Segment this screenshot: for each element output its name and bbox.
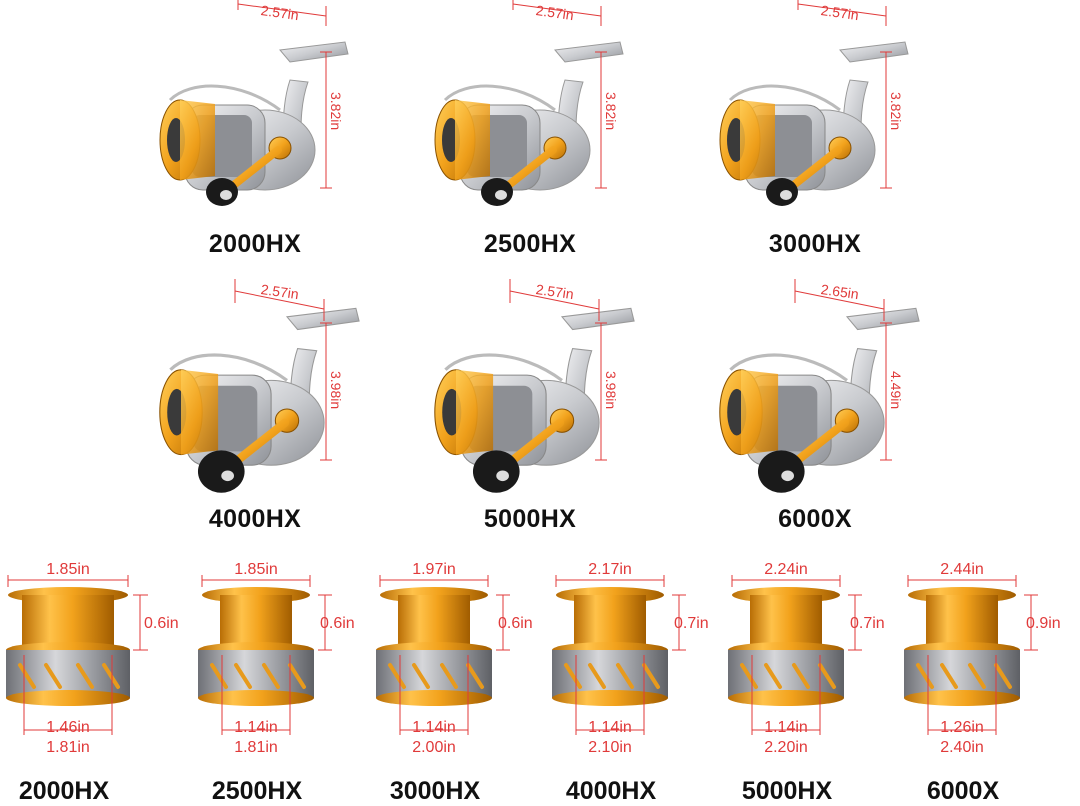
spool-top-diameter-label: 2.17in	[588, 561, 632, 578]
reel-model-label: 4000HX	[208, 505, 302, 533]
spool-depth-label: 0.7in	[850, 615, 885, 632]
spool-inner-diameter-label: 1.14in	[588, 719, 632, 736]
spool-depth-label: 0.9in	[1026, 615, 1061, 632]
spool-top-diameter-label: 1.85in	[234, 561, 278, 578]
spool-bottom-diameter-label: 1.81in	[234, 739, 278, 756]
reel-model-label: 2500HX	[483, 230, 577, 258]
spool-bottom-diameter-label: 2.00in	[412, 739, 456, 756]
spool-model-label: 2000HX	[18, 777, 110, 805]
reel-model-label: 6000X	[778, 505, 852, 533]
spool-top-diameter-label: 2.44in	[940, 561, 984, 578]
spool-3000hx: 1.97in 0.6in 1.14in 2.00in 3000HX	[356, 555, 534, 805]
reel-height-label: 3.98in	[603, 371, 619, 410]
spool-depth-label: 0.7in	[674, 615, 709, 632]
reel-model-label: 2000HX	[208, 230, 302, 258]
spool-model-label: 4000HX	[565, 777, 657, 805]
spool-inner-diameter-label: 1.46in	[46, 719, 90, 736]
reel-model-label: 3000HX	[768, 230, 862, 258]
reel-model-label: 5000HX	[483, 505, 577, 533]
spool-bottom-diameter-label: 2.10in	[588, 739, 632, 756]
reel-illustration	[719, 279, 920, 493]
spool-model-label: 2500HX	[211, 777, 303, 805]
spool-illustration	[728, 575, 862, 735]
spool-bottom-diameter-label: 1.81in	[46, 739, 90, 756]
spool-illustration	[904, 575, 1038, 735]
spool-illustration	[376, 575, 510, 735]
spool-bottom-diameter-label: 2.20in	[764, 739, 808, 756]
reel-illustration	[159, 279, 360, 493]
reel-height-label: 3.98in	[328, 371, 344, 410]
reel-height-label: 3.82in	[328, 92, 344, 131]
spool-inner-diameter-label: 1.14in	[412, 719, 456, 736]
reel-illustration	[159, 0, 349, 206]
spool-model-label: 5000HX	[741, 777, 833, 805]
reel-illustration	[434, 0, 624, 206]
spool-model-label: 3000HX	[389, 777, 481, 805]
spool-6000x: 2.44in 0.9in 1.26in 2.40in 6000X	[884, 555, 1062, 805]
spool-2500hx: 1.85in 0.6in 1.14in 1.81in 2500HX	[178, 555, 356, 805]
spool-5000hx: 2.24in 0.7in 1.14in 2.20in 5000HX	[708, 555, 886, 805]
spool-illustration	[6, 575, 148, 735]
spool-illustration	[552, 575, 686, 735]
spool-4000hx: 2.17in 0.7in 1.14in 2.10in 4000HX	[532, 555, 710, 805]
spool-top-diameter-label: 1.85in	[46, 561, 90, 578]
spool-2000hx: 1.85in 0.6in 1.46in 1.81in 2000HX	[0, 555, 179, 805]
reel-illustration	[434, 279, 635, 493]
spool-depth-label: 0.6in	[320, 615, 355, 632]
spool-inner-diameter-label: 1.14in	[234, 719, 278, 736]
spool-top-diameter-label: 1.97in	[412, 561, 456, 578]
reel-illustration	[719, 0, 909, 206]
reel-height-label: 3.82in	[603, 92, 619, 131]
spool-top-diameter-label: 2.24in	[764, 561, 808, 578]
spool-illustration	[198, 575, 332, 735]
reel-height-label: 4.49in	[888, 371, 904, 410]
spool-bottom-diameter-label: 2.40in	[940, 739, 984, 756]
spool-inner-diameter-label: 1.26in	[940, 719, 984, 736]
spool-depth-label: 0.6in	[144, 615, 179, 632]
spool-inner-diameter-label: 1.14in	[764, 719, 808, 736]
spool-depth-label: 0.6in	[498, 615, 533, 632]
spool-model-label: 6000X	[926, 777, 1000, 805]
reel-height-label: 3.82in	[888, 92, 904, 131]
